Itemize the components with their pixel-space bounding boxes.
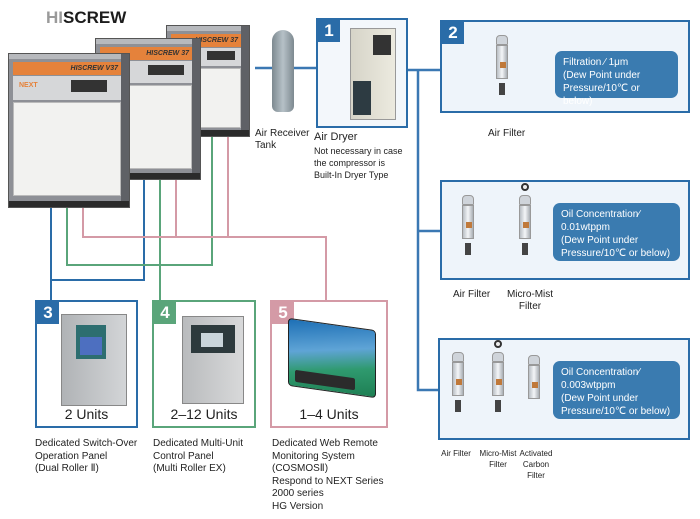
desc-line: Not necessary in case bbox=[314, 146, 403, 156]
desc-line: (Dual Roller Ⅱ) bbox=[35, 463, 99, 474]
spec-line: (Dew Point under bbox=[563, 70, 641, 81]
signal-line-blue bbox=[50, 178, 145, 281]
air-filter-label: Air Filter bbox=[488, 128, 526, 139]
spec-line: 0.01wtppm bbox=[561, 222, 610, 233]
brand-suffix: SCREW bbox=[63, 8, 127, 27]
units-count: 2–12 Units bbox=[170, 406, 238, 422]
section-1-air-dryer: 1 bbox=[316, 18, 408, 128]
spec-bubble-oil-001: Oil Concentration∕ 0.01wtppm (Dew Point … bbox=[553, 203, 680, 261]
desc-line: (COSMOSⅡ) bbox=[272, 463, 329, 474]
desc-line: HG Version bbox=[272, 500, 324, 512]
compressor-1: HISCREW V37 NEXT bbox=[8, 53, 130, 208]
section-4-multi-roller: 4 2–12 Units bbox=[152, 300, 256, 428]
label-line: Filter bbox=[489, 460, 507, 469]
display-icon bbox=[71, 80, 107, 92]
pressure-gauge-icon bbox=[494, 340, 502, 348]
desc-line: Dedicated Switch-Over bbox=[35, 438, 138, 449]
section-number-badge: 1 bbox=[318, 20, 340, 42]
air-receiver-tank-icon bbox=[272, 30, 294, 112]
section-3-description: Dedicated Switch-Over Operation Panel (D… bbox=[35, 438, 137, 476]
spec-bubble-oil-0003: Oil Concentration∕ 0.003wtppm (Dew Point… bbox=[553, 361, 680, 419]
desc-line: Monitoring System bbox=[272, 450, 355, 462]
desc-line: Respond to NEXT Series bbox=[272, 475, 384, 487]
desc-line: Dedicated Web Remote bbox=[272, 438, 378, 449]
desc-line: Operation Panel bbox=[35, 450, 108, 462]
dual-roller-panel-icon bbox=[61, 314, 127, 406]
section-number-badge: 3 bbox=[37, 302, 59, 324]
brand-prefix: HI bbox=[46, 8, 63, 27]
desc-line: (Multi Roller EX) bbox=[153, 463, 226, 474]
multi-roller-panel-icon bbox=[182, 316, 244, 404]
spec-line: Pressure/10℃ or below) bbox=[563, 83, 640, 107]
section-number-badge: 2 bbox=[442, 22, 464, 44]
spec-bubble-filtration: Filtration ∕ 1μm (Dew Point under Pressu… bbox=[555, 51, 678, 107]
pressure-gauge-icon bbox=[521, 183, 529, 191]
section-5-cosmos: 5 1–4 Units bbox=[270, 300, 388, 428]
units-count: 2 Units bbox=[64, 406, 109, 422]
tank-label-line2: Tank bbox=[255, 140, 277, 151]
next-badge: NEXT bbox=[19, 82, 38, 89]
spec-line: (Dew Point under bbox=[561, 235, 639, 246]
section-3-dual-roller: 3 2 Units bbox=[35, 300, 138, 428]
section-number-badge: 4 bbox=[154, 302, 176, 324]
signal-line-pink bbox=[82, 207, 327, 300]
air-pipe-trunk bbox=[416, 70, 440, 392]
air-filter-label: Air Filter bbox=[441, 449, 471, 458]
units-count: 1–4 Units bbox=[299, 406, 359, 422]
desc-line: Control Panel bbox=[153, 450, 214, 462]
section-4-description: Dedicated Multi-Unit Control Panel (Mult… bbox=[153, 438, 243, 476]
air-filter-label: Air Filter bbox=[453, 289, 491, 300]
air-receiver-tank-label: Air Receiver Tank bbox=[255, 128, 309, 152]
compressor-model-label: HISCREW V37 bbox=[13, 62, 121, 75]
activated-carbon-filter-label: Activated Carbon Filter bbox=[518, 448, 554, 481]
spec-line: Oil Concentration∕ bbox=[561, 209, 640, 220]
display-icon bbox=[207, 51, 235, 60]
air-dryer-icon bbox=[350, 28, 396, 120]
label-line: Carbon bbox=[522, 460, 550, 469]
micro-mist-filter-label: Micro-Mist Filter bbox=[506, 289, 554, 313]
section-5-description: Dedicated Web Remote Monitoring System (… bbox=[272, 438, 384, 513]
desc-line: the compressor is bbox=[314, 158, 386, 168]
label-line: Filter bbox=[527, 471, 545, 480]
signal-line-green bbox=[66, 133, 213, 266]
spec-line: (Dew Point under bbox=[561, 393, 639, 404]
label-line: Activated bbox=[519, 449, 553, 458]
air-dryer-description: Not necessary in case the compressor is … bbox=[314, 145, 403, 181]
spec-line: Filtration ∕ 1μm bbox=[563, 57, 629, 68]
cosmos-device-icon bbox=[288, 317, 376, 399]
air-dryer-title: Air Dryer bbox=[314, 131, 358, 143]
spec-line: Pressure/10℃ or below) bbox=[561, 406, 671, 417]
label-line: Micro-Mist bbox=[506, 289, 554, 300]
label-line: Micro-Mist bbox=[479, 449, 517, 458]
label-line: Filter bbox=[518, 301, 542, 312]
desc-line: 2000 series bbox=[272, 488, 324, 499]
spec-line: 0.003wtppm bbox=[561, 380, 616, 391]
desc-line: Dedicated Multi-Unit bbox=[153, 438, 244, 449]
desc-line: Built-In Dryer Type bbox=[314, 170, 389, 180]
brand-logo: HISCREW bbox=[46, 8, 126, 28]
micro-mist-filter-label: Micro-Mist Filter bbox=[478, 448, 518, 470]
display-icon bbox=[148, 65, 184, 75]
spec-line: Oil Concentration∕ bbox=[561, 367, 640, 378]
spec-line: Pressure/10℃ or below) bbox=[561, 248, 671, 259]
tank-label-line1: Air Receiver bbox=[255, 128, 310, 139]
